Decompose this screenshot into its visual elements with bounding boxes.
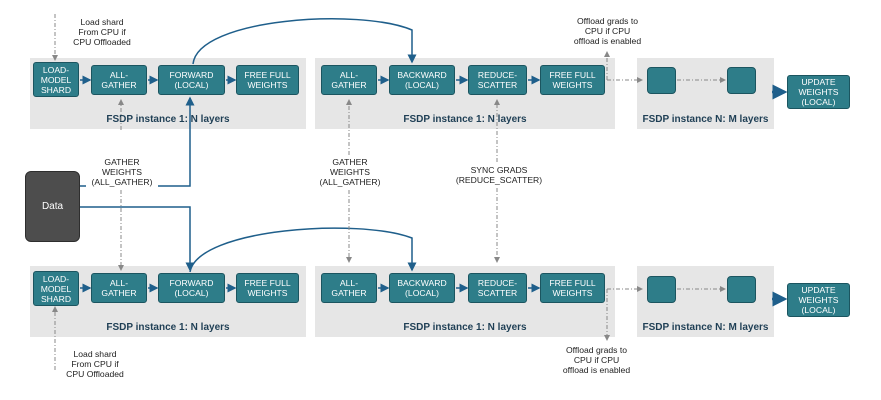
panel-label: FSDP instance N: M layers: [642, 322, 769, 333]
update-weights-node: UPDATE WEIGHTS (LOCAL): [787, 75, 850, 109]
all-gather-node: ALL- GATHER: [91, 65, 147, 95]
note-load-shard-bottom: Load shard From CPU if CPU Offloaded: [66, 349, 124, 379]
panel-label: FSDP instance 1: N layers: [403, 114, 527, 125]
panel-label: FSDP instance 1: N layers: [403, 322, 527, 333]
instance-n-node-b: [727, 276, 756, 303]
all-gather-node: ALL- GATHER: [91, 273, 147, 303]
panel-label: FSDP instance N: M layers: [642, 114, 769, 125]
load-model-shard-node: LOAD- MODEL SHARD: [33, 62, 79, 97]
forward-node: FORWARD (LOCAL): [158, 65, 225, 95]
note-offload-top: Offload grads to CPU if CPU offload is e…: [573, 16, 642, 46]
note-load-shard-top: Load shard From CPU if CPU Offloaded: [73, 17, 131, 47]
note-sync-grads: SYNC GRADS (REDUCE_SCATTER): [447, 164, 551, 186]
panel-label: FSDP instance 1: N layers: [106, 114, 230, 125]
instance-n-node-a: [647, 67, 676, 94]
reduce-scatter-node: REDUCE- SCATTER: [468, 65, 527, 95]
reduce-scatter-node: REDUCE- SCATTER: [468, 273, 527, 303]
backward-node: BACKWARD (LOCAL): [389, 65, 455, 95]
data-node: Data: [25, 171, 80, 242]
free-full-weights-node: FREE FULL WEIGHTS: [236, 273, 299, 303]
instance-n-node-b: [727, 67, 756, 94]
update-weights-node: UPDATE WEIGHTS (LOCAL): [787, 283, 850, 317]
all-gather-node-2: ALL- GATHER: [321, 65, 377, 95]
free-full-weights-node-2: FREE FULL WEIGHTS: [540, 65, 605, 95]
backward-node: BACKWARD (LOCAL): [389, 273, 455, 303]
panel-label: FSDP instance 1: N layers: [106, 322, 230, 333]
free-full-weights-node-2: FREE FULL WEIGHTS: [540, 273, 605, 303]
all-gather-node-2: ALL- GATHER: [321, 273, 377, 303]
free-full-weights-node: FREE FULL WEIGHTS: [236, 65, 299, 95]
instance-n-node-a: [647, 276, 676, 303]
note-gather-weights-left: GATHER WEIGHTS (ALL_GATHER): [86, 156, 158, 188]
note-gather-weights-mid: GATHER WEIGHTS (ALL_GATHER): [314, 156, 386, 188]
arrow-data-to-forward-bottom: [80, 206, 195, 272]
forward-node: FORWARD (LOCAL): [158, 273, 225, 303]
note-offload-bottom: Offload grads to CPU if CPU offload is e…: [562, 345, 631, 375]
load-model-shard-node: LOAD- MODEL SHARD: [33, 271, 79, 306]
